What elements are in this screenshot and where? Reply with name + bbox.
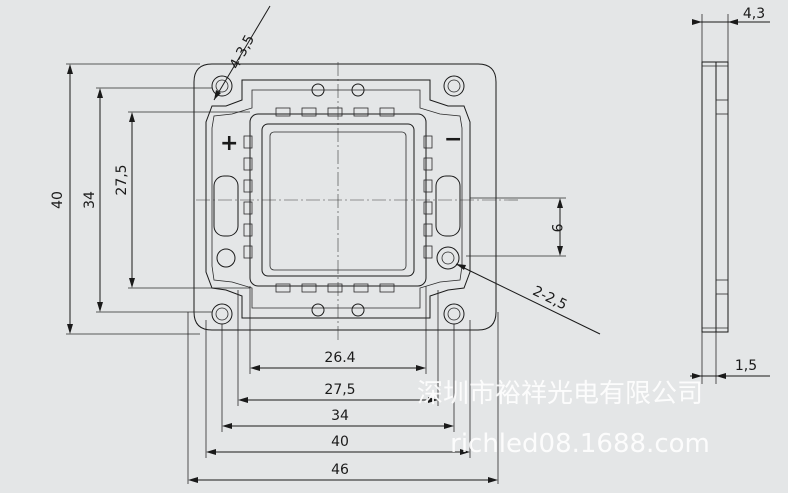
emitter-tooth — [353, 283, 369, 293]
dim-label-side-base: 1,5 — [735, 358, 757, 374]
outer-plate — [193, 63, 497, 331]
dim-height-27-5: 27,5 — [114, 111, 250, 289]
dim-width-40: 40 — [206, 434, 470, 455]
callout-label-small-holes: 2-2,5 — [530, 283, 570, 313]
emitter-tooth — [275, 107, 291, 117]
emitter-teeth — [243, 107, 433, 293]
dim-label-width-46: 46 — [331, 462, 349, 478]
dim-label-width-26-4: 26.4 — [324, 350, 355, 366]
emitter-tooth — [423, 135, 433, 149]
dim-label-width-34: 34 — [331, 408, 349, 424]
emitter-tooth — [379, 283, 395, 293]
small-holes — [216, 83, 460, 317]
emitter-tooth — [275, 283, 291, 293]
dim-width-34: 34 — [222, 408, 454, 429]
emitter-tooth — [327, 283, 343, 293]
emitter-tooth — [243, 201, 253, 215]
dim-side-base: 1,5 — [690, 332, 770, 384]
emitter-tooth — [243, 223, 253, 237]
dim-label-width-40: 40 — [331, 434, 349, 450]
emitter-tooth — [379, 107, 395, 117]
center-lines — [196, 62, 520, 340]
dim-label-height-40: 40 — [50, 191, 66, 209]
emitter-tooth — [353, 107, 369, 117]
dim-width-27-5: 27,5 — [238, 382, 438, 403]
callout-small-holes: 2-2,5 — [455, 263, 601, 335]
dim-label-side-thickness: 4,3 — [743, 6, 765, 22]
emitter-tooth — [423, 223, 433, 237]
dim-height-40: 40 — [50, 63, 200, 335]
dim-label-height-34: 34 — [82, 191, 98, 209]
minus-mark: − — [444, 127, 462, 152]
emitter-tooth — [243, 245, 253, 259]
watermark-company: 深圳市裕祥光电有限公司 — [417, 379, 703, 409]
emitter-tooth — [243, 135, 253, 149]
callout-label-corner-holes: 4-3,5 — [227, 32, 258, 72]
dim-side-thickness: 4,3 — [692, 6, 770, 62]
dim-label-height-27-5: 27,5 — [114, 164, 130, 195]
emitter-tooth — [423, 201, 433, 215]
dim-height-34: 34 — [82, 87, 212, 313]
emitter-tooth — [243, 157, 253, 171]
emitter-tooth — [327, 107, 343, 117]
corner-holes — [211, 75, 465, 325]
plus-mark: + — [220, 131, 238, 156]
watermark-url: richled08.1688.com — [450, 429, 710, 459]
dim-width-46: 46 — [188, 462, 498, 483]
emitter-tooth — [243, 179, 253, 193]
side-slots — [213, 175, 461, 237]
dim-label-width-27-5: 27,5 — [324, 382, 355, 398]
emitter-tooth — [423, 245, 433, 259]
emitter-tooth — [301, 107, 317, 117]
side-view — [701, 61, 729, 333]
dim-width-26-4: 26.4 — [250, 350, 426, 371]
substrate-outline — [205, 79, 471, 319]
dim-offset-9: 9 — [466, 197, 566, 257]
emitter-tooth — [301, 283, 317, 293]
emitter-tooth — [423, 179, 433, 193]
emitter-tooth — [423, 157, 433, 171]
dim-label-offset-9: 9 — [548, 224, 564, 233]
extension-lines-bottom — [187, 286, 499, 484]
